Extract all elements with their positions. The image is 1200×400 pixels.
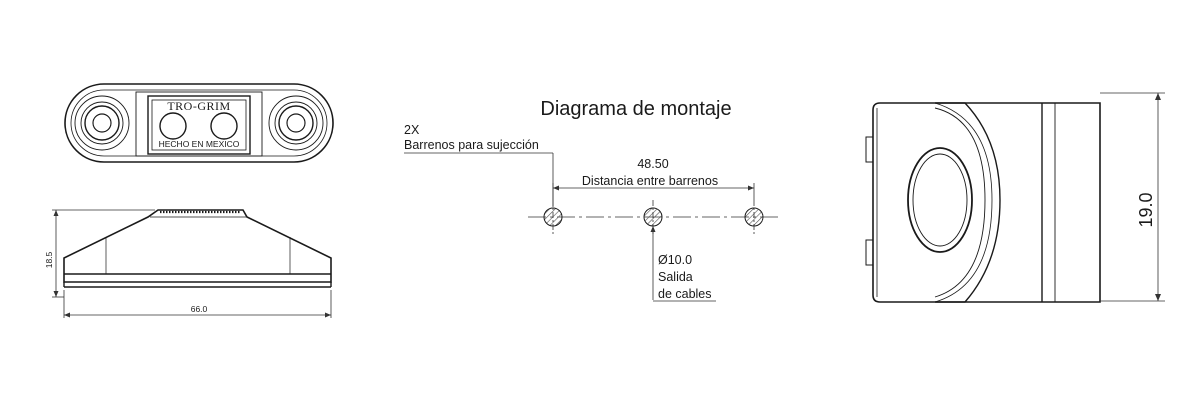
lens [907, 147, 973, 253]
cable-diameter: Ø10.0 [658, 253, 692, 267]
left-led [159, 112, 187, 140]
side-width-dimension [63, 290, 332, 318]
side-width-value: 66.0 [191, 304, 208, 314]
diagram-title: Diagrama de montaje [540, 98, 731, 120]
left-hole [543, 200, 563, 234]
cable-hole [643, 200, 663, 300]
side-height-dimension [52, 209, 155, 298]
holes-label: Barrenos para sujección [404, 138, 539, 152]
side-view: 18.5 66.0 [44, 209, 332, 318]
cable-label-1: Salida [658, 270, 693, 284]
spacing-value: 48.50 [637, 157, 668, 171]
end-view: 19.0 [865, 92, 1165, 303]
mounting-diagram: Diagrama de montaje 2X Barrenos para suj… [404, 98, 778, 302]
holes-qty: 2X [404, 123, 420, 137]
brand-logo: TRO-GRIM [167, 99, 230, 113]
spacing-dimension [552, 183, 755, 200]
right-led [210, 112, 238, 140]
right-hole [744, 200, 764, 234]
top-view: TRO-GRIM HECHO EN MEXICO [64, 83, 334, 163]
right-mount-hole [268, 95, 324, 151]
end-height-value: 19.0 [1136, 192, 1156, 227]
left-mount-hole [74, 95, 130, 151]
cable-label-2: de cables [658, 287, 712, 301]
end-height-dimension [1100, 92, 1165, 302]
spacing-label: Distancia entre barrenos [582, 174, 718, 188]
side-height-value: 18.5 [44, 251, 54, 268]
made-in-label: HECHO EN MEXICO [159, 139, 240, 149]
